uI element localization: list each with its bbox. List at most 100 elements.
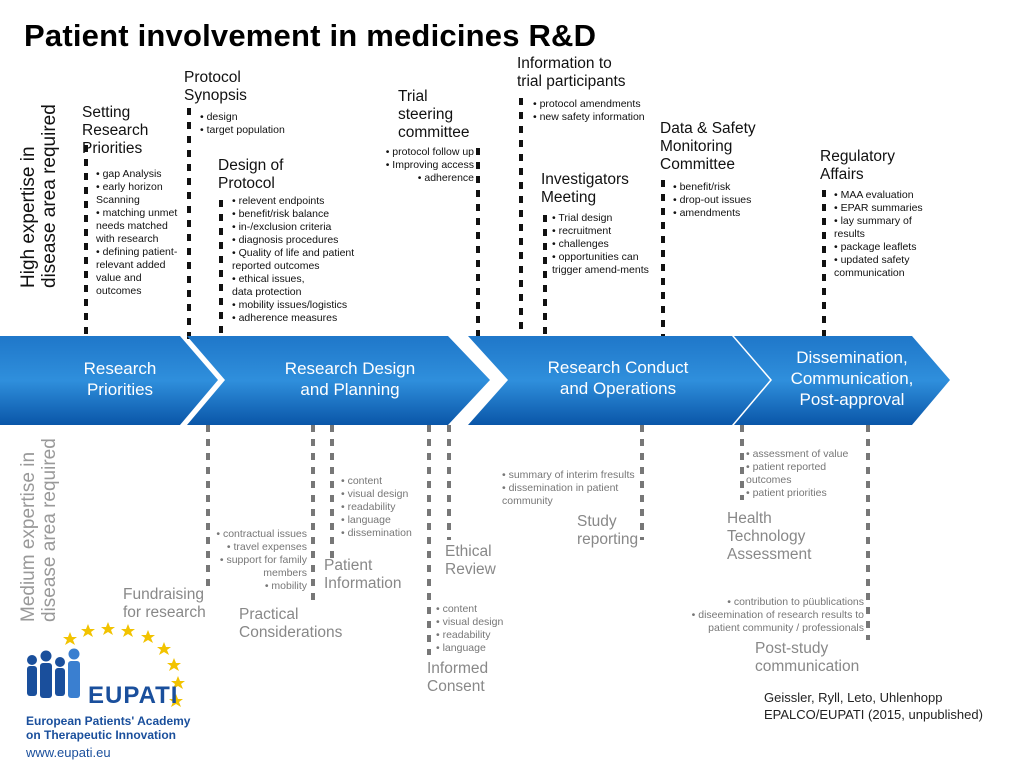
trial-steering-heading: Trial steering committee <box>398 88 470 141</box>
list-item: • defining patient-relevant added value … <box>96 246 178 297</box>
list-item: • visual design <box>436 616 504 628</box>
list-item: • updated safety communication <box>834 254 910 279</box>
star-icon <box>171 676 185 689</box>
practical-considerations-list: • contractual issues • travel expenses •… <box>210 528 307 593</box>
star-icon <box>101 622 115 635</box>
list-item: • MAA evaluation <box>834 189 914 201</box>
list-item: • design <box>200 111 238 123</box>
list-item: • matching unmet needs matched with rese… <box>96 207 178 245</box>
list-item: • readability <box>436 629 491 641</box>
informed-consent-heading: Informed Consent <box>427 660 489 695</box>
list-item: • lay summary of results <box>834 215 912 240</box>
star-icon <box>141 630 155 643</box>
info-participants-heading: Information to trial participants <box>517 55 626 90</box>
page-title: Patient involvement in medicines R&D <box>24 18 597 53</box>
people-icon <box>27 648 80 698</box>
design-protocol-list: • relevent endpoints • benefit/risk bala… <box>232 195 382 325</box>
list-item: • assessment of value <box>746 448 849 460</box>
chevron-dissemination <box>734 336 950 425</box>
list-item: • in-/exclusion criteria <box>232 221 332 233</box>
list-item: • contractual issues <box>216 528 307 540</box>
phase-label-dissemination: Dissemination,Communication,Post-approva… <box>790 348 914 409</box>
list-item: • EPAR summaries <box>834 202 923 214</box>
list-item: • drop-out issues <box>673 194 752 206</box>
list-item: • benefit/risk balance <box>232 208 330 220</box>
practical-considerations-heading: Practical Considerations <box>239 606 343 641</box>
star-icon <box>63 632 77 645</box>
list-item: • Trial design <box>552 212 613 224</box>
protocol-synopsis-heading: Protocol Synopsis <box>184 69 247 104</box>
list-item: • language <box>341 514 391 526</box>
chevron-research-design <box>187 336 490 425</box>
dsmc-list: • benefit/risk • drop-out issues • amend… <box>673 181 751 220</box>
star-icon <box>81 624 95 637</box>
study-reporting-heading: Study reporting <box>577 513 639 548</box>
star-icon <box>167 658 181 671</box>
list-item: • early horizon Scanning <box>96 181 163 206</box>
post-study-list: • contribution to püublications • diseem… <box>672 596 864 635</box>
list-item: • opportunities can trigger amend-ments <box>552 251 649 276</box>
dsmc-heading: Data & Safety Monitoring Committee <box>660 120 756 173</box>
list-item: • adherence measures <box>232 312 338 324</box>
informed-consent-list: • content • visual design • readability … <box>436 603 503 655</box>
list-item: • relevent endpoints <box>232 195 325 207</box>
protocol-synopsis-list: • design • target population <box>200 111 285 137</box>
ethical-review-heading: Ethical Review <box>445 543 496 578</box>
eupati-logo-graphic <box>27 622 185 707</box>
eupati-url[interactable]: www.eupati.eu <box>26 745 111 760</box>
list-item: • ethical issues, <box>232 273 305 285</box>
list-item: • target population <box>200 124 285 136</box>
star-icon <box>157 642 171 655</box>
star-icon <box>121 624 135 637</box>
regulatory-affairs-list: • MAA evaluation • EPAR summaries • lay … <box>834 189 934 280</box>
list-item: • readability <box>341 501 396 513</box>
list-item: • content <box>436 603 478 615</box>
list-item: • protocol amendments <box>533 98 641 110</box>
post-study-heading: Post-study communication <box>755 640 860 675</box>
list-item: • language <box>436 642 486 654</box>
info-participants-list: • protocol amendments • new safety infor… <box>533 98 645 124</box>
list-item: • dissemination in patient community <box>502 482 619 507</box>
investigators-meeting-heading: Investigators Meeting <box>541 171 629 206</box>
list-item: • contribution to püublications <box>727 596 864 608</box>
list-item: • support for family members <box>219 554 307 579</box>
patient-information-heading: Patient Information <box>324 557 402 592</box>
list-item: • visual design <box>341 488 409 500</box>
hta-heading: Health Technology Assessment <box>727 510 812 563</box>
setting-priorities-list: • gap Analysis • early horizon Scanning … <box>96 168 182 298</box>
list-item: • package leaflets <box>834 241 917 253</box>
star-icon <box>169 694 183 707</box>
list-item: • summary of interim fresults <box>502 469 635 481</box>
list-item: • Quality of life and patient reported o… <box>232 247 355 272</box>
list-item: • dissemination <box>341 527 412 539</box>
patient-information-list: • content • visual design • readability … <box>341 475 412 540</box>
list-item: • diseemination of research results to p… <box>691 609 864 634</box>
study-reporting-list: • summary of interim fresults • dissemin… <box>502 469 642 508</box>
list-item: • benefit/risk <box>673 181 731 193</box>
list-item: • amendments <box>673 207 741 219</box>
list-item: • recruitment <box>552 225 612 237</box>
list-item: • adherence <box>417 172 474 184</box>
eupati-logo-text: EUPATI <box>88 682 179 709</box>
chevron-research-priorities <box>0 336 218 425</box>
list-item: • diagnosis procedures <box>232 234 339 246</box>
list-item: • mobility issues/logistics <box>232 299 348 311</box>
fundraising-heading: Fundraising for research <box>123 586 206 621</box>
list-item: • challenges <box>552 238 609 250</box>
setting-priorities-heading: Setting Research Priorities <box>82 104 149 157</box>
list-item: • content <box>341 475 383 487</box>
list-item: • Improving access <box>385 159 474 171</box>
list-item: • patient reported outcomes <box>746 461 827 486</box>
trial-steering-list: • protocol follow up • Improving access … <box>340 146 474 185</box>
chevron-research-conduct <box>468 336 770 425</box>
list-item: • gap Analysis <box>96 168 162 180</box>
investigators-meeting-list: • Trial design • recruitment • challenge… <box>552 212 656 277</box>
list-item: data protection <box>232 286 302 298</box>
